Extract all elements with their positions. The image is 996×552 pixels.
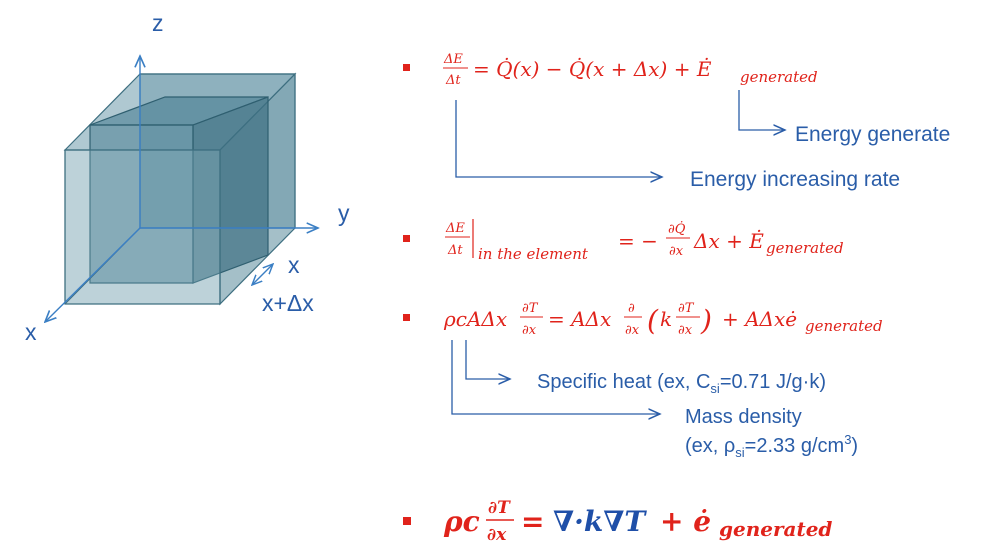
eq3-dt2-num: ∂T: [678, 301, 695, 316]
eq3-dt-num: ∂T: [522, 301, 539, 316]
bullet-4: [403, 517, 411, 525]
eq3-tail: + AΔxė: [722, 307, 797, 331]
eq4-dt-num: ∂T: [488, 498, 511, 518]
arrow-mass-density: [451, 340, 660, 414]
arrow-energy-increasing: [455, 100, 662, 177]
equation-1: ΔE Δt = Q̇(x) − Q̇(x + Δx) + Ė generated: [403, 52, 818, 88]
eq1-frac-den: Δt: [445, 73, 461, 88]
equation-4: ρc ∂T ∂x = ∇·k∇T + ė generated: [403, 498, 832, 545]
eq2-dq-num: ∂Q̇: [668, 221, 686, 237]
specific-heat-sub: si: [710, 381, 720, 396]
eq2-eq-minus: = −: [618, 229, 658, 253]
density-example-label: (ex, ρsi=2.33 g/cm3): [685, 432, 858, 460]
dx-arrow: [252, 264, 273, 285]
mass-density-label: Mass density: [685, 406, 802, 428]
eq3-k: k: [660, 307, 672, 331]
x-axis: [45, 227, 141, 322]
eq3-dt2-den: ∂x: [678, 323, 693, 338]
eq1-annotations: Energy generate Energy increasing rate: [455, 90, 950, 191]
density-sup: 3: [844, 432, 851, 447]
eq2-sub: generated: [766, 239, 844, 257]
equation-2: ΔE Δt in the element = − ∂Q̇ ∂x Δx + Ė g…: [403, 219, 844, 263]
specific-heat-value: =0.71 J/g·k): [720, 371, 826, 393]
arrow-energy-generate: [738, 90, 785, 130]
energy-generate-label: Energy generate: [795, 123, 950, 146]
eq3-eq-mid: = AΔx: [548, 307, 611, 331]
density-value: =2.33 g/cm: [745, 435, 845, 457]
eq2-eval-sub: in the element: [478, 245, 589, 263]
eq4-sub: generated: [719, 517, 832, 541]
eq1-frac-num: ΔE: [443, 52, 463, 67]
density-close: ): [851, 435, 858, 457]
density-sub: si: [735, 445, 745, 460]
specific-heat-text: Specific heat (ex, C: [537, 371, 710, 393]
eq4-nabla-k: ∇·k∇T: [553, 505, 647, 538]
axis-y-label: y: [338, 200, 350, 226]
eq1-rhs: = Q̇(x) − Q̇(x + Δx) + Ė: [473, 57, 712, 81]
eq4-eq: =: [521, 505, 544, 538]
eq3-sub: generated: [805, 317, 883, 335]
eq2-frac-num: ΔE: [445, 221, 465, 236]
eq3-paren-open: (: [647, 304, 659, 337]
eq3-paren-close: ): [700, 304, 712, 337]
bullet-2: [403, 235, 410, 242]
eq2-mid: Δx + Ė: [693, 229, 764, 253]
cube-diagram: z y x x x+Δx: [25, 10, 350, 345]
eq3-dt-den: ∂x: [522, 323, 537, 338]
axis-x-label: x: [25, 319, 37, 345]
axis-z-label: z: [152, 10, 164, 36]
arrow-specific-heat: [465, 340, 510, 379]
eq4-plus-e: + ė: [660, 505, 711, 538]
eq1-sub: generated: [740, 68, 818, 86]
equation-3: ρcAΔx ∂T ∂x = AΔx ∂ ∂x ( k ∂T ∂x ) + AΔx…: [403, 301, 883, 338]
eq2-frac-den: Δt: [447, 243, 463, 258]
specific-heat-label: Specific heat (ex, Csi=0.71 J/g·k): [537, 371, 826, 396]
eq2-dq-den: ∂x: [669, 244, 684, 259]
bullet-1: [403, 64, 410, 71]
eq4-lhs: ρc: [443, 505, 480, 538]
bullet-3: [403, 314, 410, 321]
eq3-lhs: ρcAΔx: [443, 307, 507, 331]
face-xdx-label: x+Δx: [262, 290, 314, 316]
eq3-annotations: Specific heat (ex, Csi=0.71 J/g·k) Mass …: [451, 340, 858, 460]
eq4-dt-den: ∂x: [487, 525, 507, 545]
eq3-d-den: ∂x: [625, 323, 640, 338]
outer-cube-front: [64, 149, 221, 305]
face-x-label: x: [288, 252, 300, 278]
energy-increasing-label: Energy increasing rate: [690, 168, 900, 191]
eq3-d-num: ∂: [628, 301, 635, 316]
density-ex-text: (ex, ρ: [685, 435, 735, 457]
element-slab: [89, 96, 269, 284]
